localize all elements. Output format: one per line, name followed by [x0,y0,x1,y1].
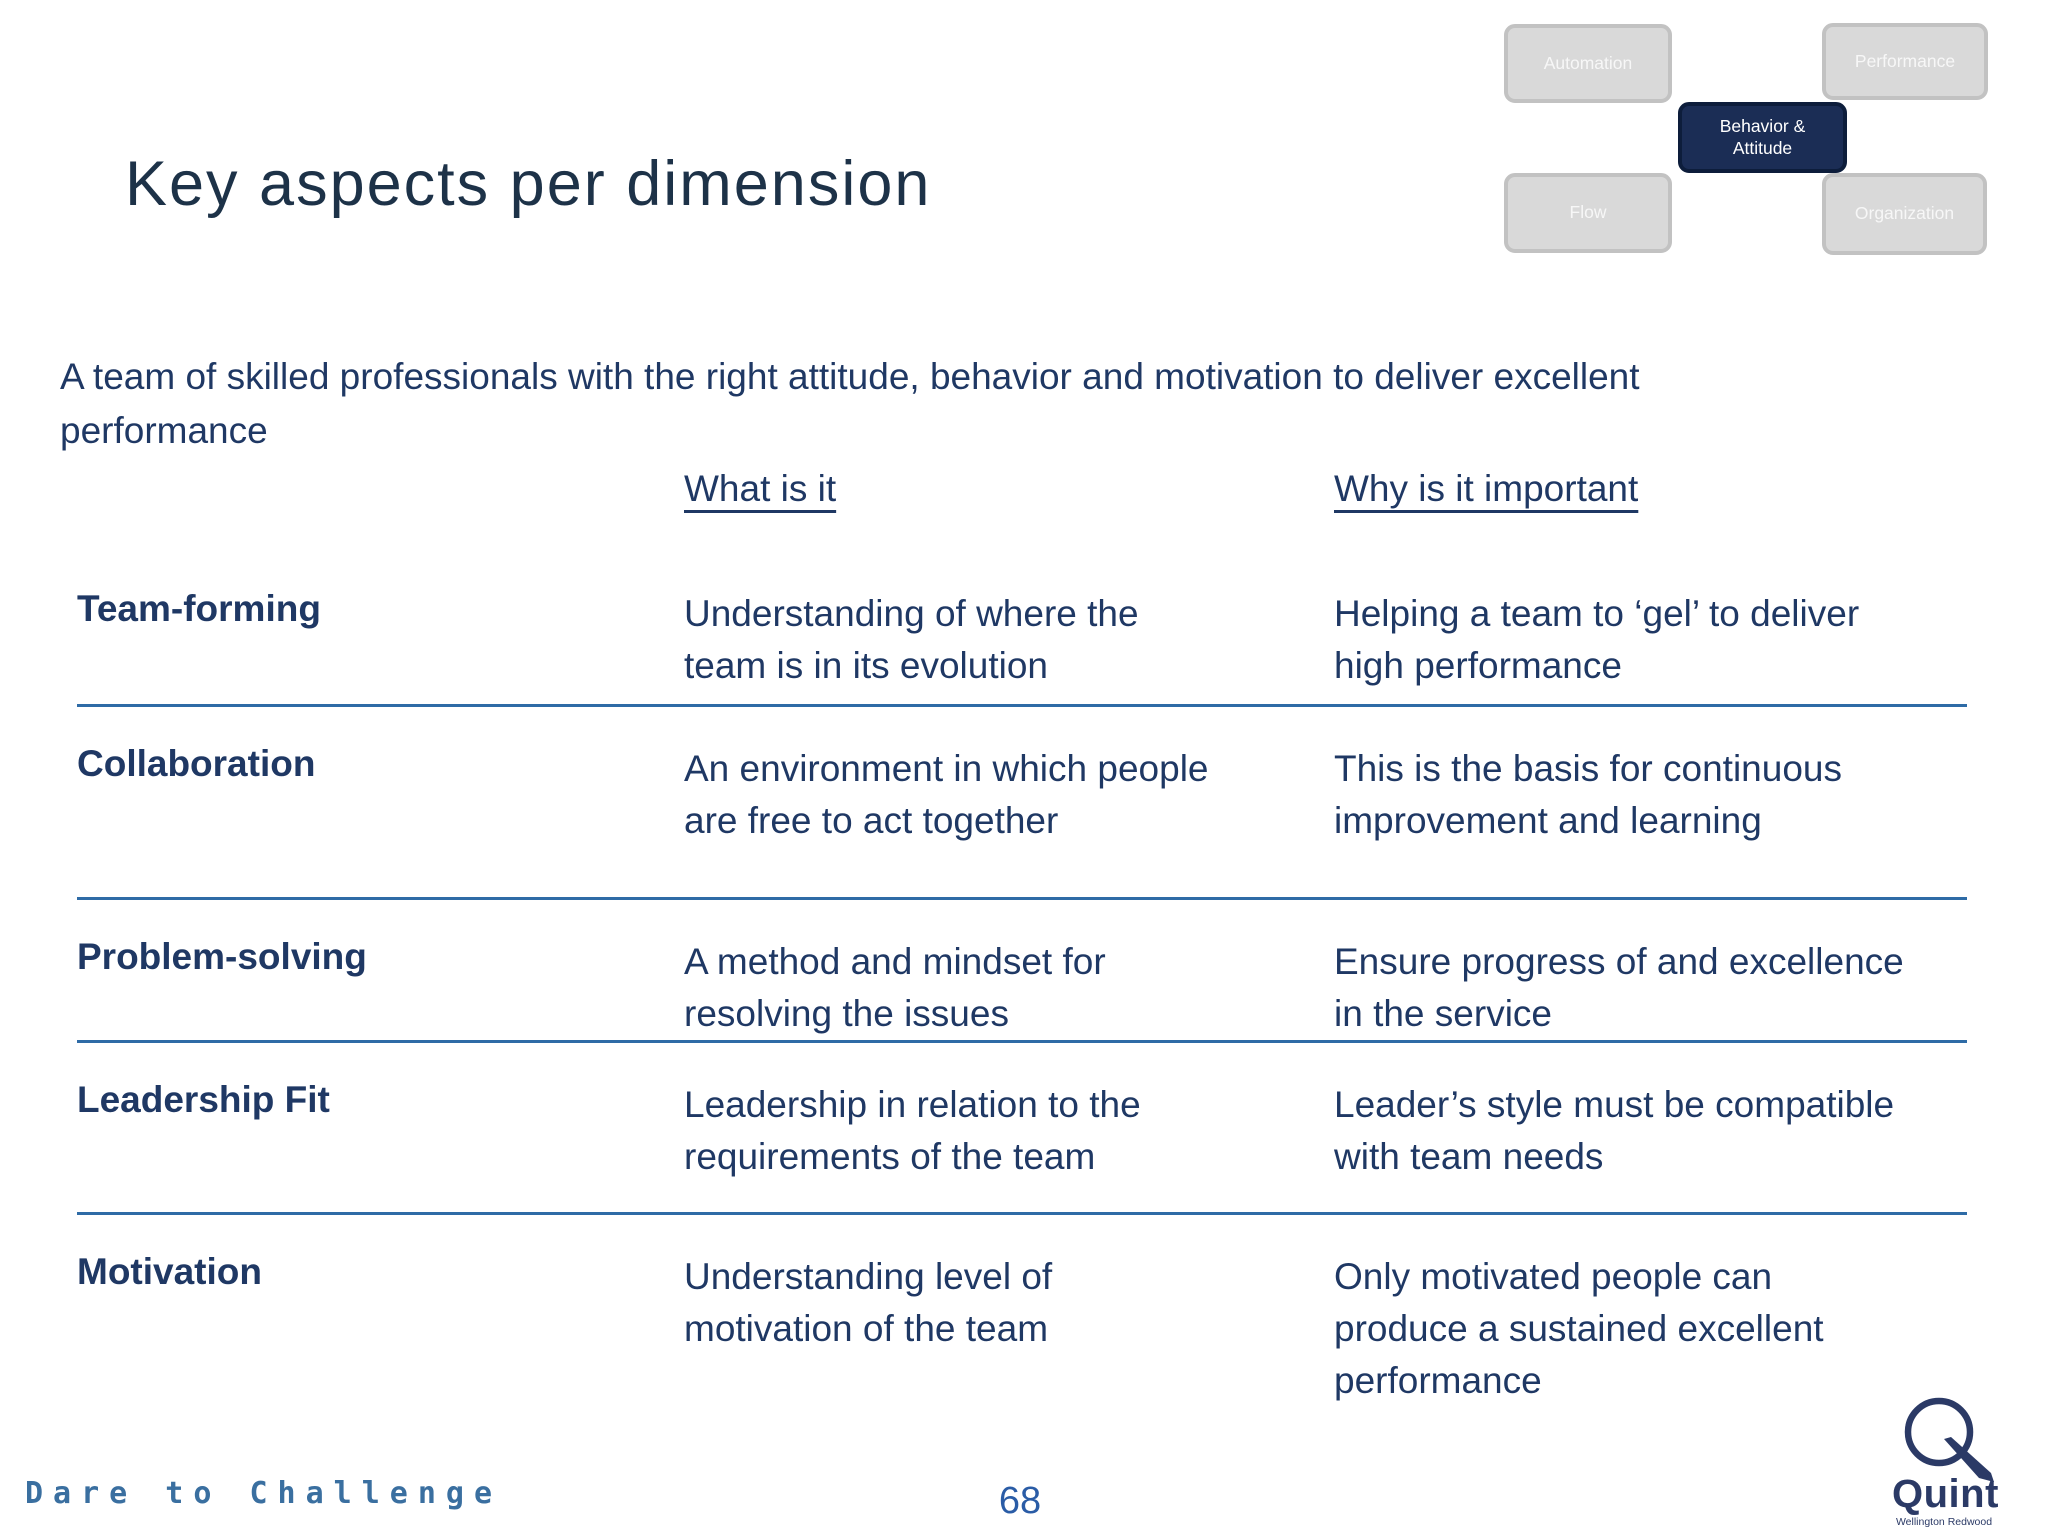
page-number: 68 [998,1480,1042,1522]
cell-why: Ensure progress of and excellence in the… [1334,941,1904,1034]
intro-text: A team of skilled professionals with the… [60,356,1640,452]
diagram-box-organization: Organization [1822,173,1987,255]
header-spacer [77,468,684,540]
cell-what: Leadership in relation to the requiremen… [684,1084,1141,1177]
footer-tagline: Dare to Challenge [25,1476,503,1511]
page-title: Key aspects per dimension [125,149,932,219]
table-row: Motivation Understanding level of motiva… [77,1215,1967,1425]
column-header-why: Why is it important [1334,468,1639,509]
q-circle-icon [1904,1397,1994,1482]
logo-wordmark: Quint [1892,1472,1999,1516]
table-row: Problem-solving A method and mindset for… [77,900,1967,1043]
cell-what: Understanding level of motivation of the… [684,1256,1053,1349]
cell-why: Helping a team to ‘gel’ to deliver high … [1334,593,1860,686]
cell-what: Understanding of where the team is in it… [684,593,1139,686]
cell-why: Leader’s style must be compatible with t… [1334,1084,1895,1177]
dimension-diagram: Automation Performance Behavior & Attitu… [1504,22,1990,258]
quint-logo: Quint Wellington Redwood [1892,1390,1999,1528]
cell-what: An environment in which people are free … [684,748,1209,841]
diagram-box-automation: Automation [1504,24,1672,103]
diagram-box-behavior-attitude: Behavior & Attitude [1678,102,1847,173]
diagram-box-performance: Performance [1822,23,1988,100]
dimension-label: Motivation [77,1251,262,1292]
aspects-table: What is it Why is it important Team-form… [77,468,1967,1425]
dimension-label: Problem-solving [77,936,367,977]
cell-why: This is the basis for continuous improve… [1334,748,1842,841]
column-header-what: What is it [684,468,837,509]
dimension-label: Collaboration [77,743,316,784]
table-header-row: What is it Why is it important [77,468,1967,540]
cell-why: Only motivated people can produce a sust… [1334,1256,1824,1401]
table-row: Collaboration An environment in which pe… [77,707,1967,900]
cell-what: A method and mindset for resolving the i… [684,941,1106,1034]
dimension-label: Team-forming [77,588,321,629]
table-row: Leadership Fit Leadership in relation to… [77,1043,1967,1215]
logo-subtext: Wellington Redwood [1895,1516,1993,1528]
table-row: Team-forming Understanding of where the … [77,540,1967,707]
diagram-box-flow: Flow [1504,173,1672,253]
dimension-label: Leadership Fit [77,1079,330,1120]
